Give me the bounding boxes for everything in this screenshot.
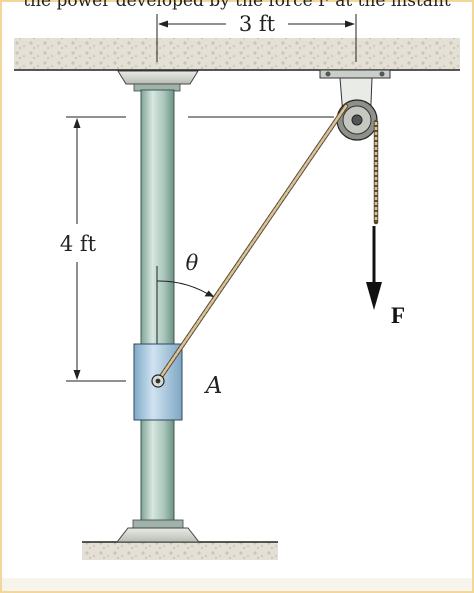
- angle-theta-arc: [156, 280, 214, 298]
- pipe-base: [115, 519, 201, 543]
- pulley-wheel: [336, 99, 378, 141]
- collar-pin: [151, 374, 165, 388]
- header-fragment: the power developed by the force F at th…: [23, 0, 451, 11]
- dimension-4ft-label: 4 ft: [60, 232, 97, 256]
- dimension-vertical: 4 ft: [60, 116, 334, 382]
- force-label: F: [391, 303, 405, 328]
- pipe-top-mount: [117, 70, 199, 92]
- frame-bottom-band: [2, 578, 472, 591]
- cable-inclined: [155, 103, 349, 384]
- dimension-3ft-label: 3 ft: [239, 12, 276, 36]
- dimension-horizontal: 3 ft: [156, 12, 357, 62]
- ceiling: [14, 38, 460, 71]
- floor: [82, 541, 278, 560]
- collar-a-label: A: [204, 373, 223, 399]
- angle-theta-label: θ: [186, 251, 199, 275]
- force-arrow: [366, 226, 382, 310]
